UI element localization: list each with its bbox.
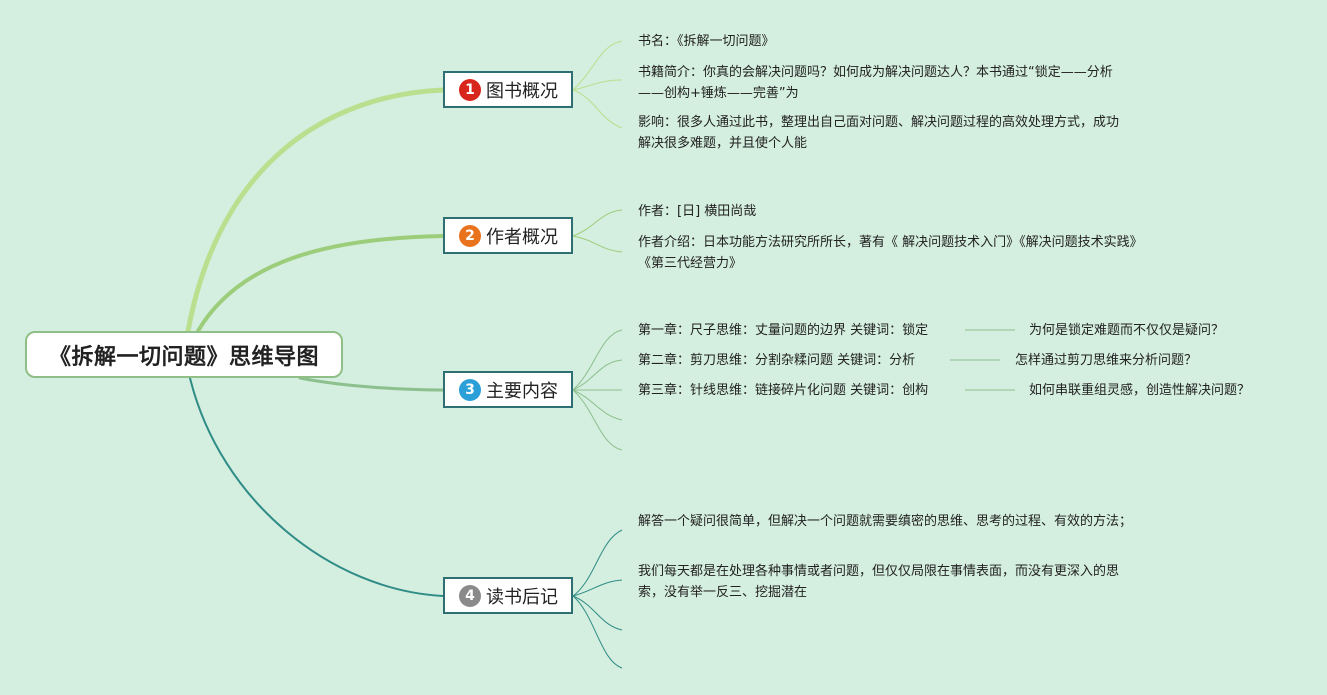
branch-label: 主要内容 — [486, 380, 558, 402]
connector-b4-leaf2 — [572, 579, 623, 597]
branch-book-overview[interactable]: 1 图书概况 — [443, 71, 573, 108]
leaf-book-title[interactable]: 书名：《拆解一切问题》 — [638, 34, 775, 49]
leaf-book-intro[interactable]: 书籍简介：你真的会解决问题吗？如何成为解决问题达人？本书通过“锁定——分析——创… — [638, 65, 1113, 101]
branch-main-content[interactable]: 3 主要内容 — [443, 371, 573, 408]
connector-b4-empty1 — [572, 595, 623, 631]
connector-root-branch4 — [189, 377, 444, 597]
connector-b4-empty2 — [572, 595, 623, 669]
connector-root-branch3 — [298, 376, 445, 392]
branch-label: 图书概况 — [486, 80, 558, 102]
root-topic[interactable]: 《拆解一切问题》思维导图 — [25, 331, 343, 378]
leaf-chapter-3-question[interactable]: 如何串联重组灵感，创造性解决问题？ — [1029, 383, 1251, 398]
leaf-note-1[interactable]: 解答一个疑问很简单，但解决一个问题就需要缜密的思维、思考的过程、有效的方法； — [638, 514, 1133, 529]
branch-label: 读书后记 — [486, 586, 558, 608]
leaf-chapter-1-question[interactable]: 为何是锁定难题而不仅仅是疑问？ — [1029, 323, 1225, 338]
number-2-icon: 2 — [459, 224, 481, 247]
branch-author-overview[interactable]: 2 作者概况 — [443, 217, 573, 254]
connector-b3-leaf2 — [572, 359, 623, 391]
connector-root-branch2 — [196, 234, 445, 333]
connector-b1-leaf3 — [572, 89, 623, 129]
connector-b2-leaf2 — [572, 235, 623, 253]
number-4-icon: 4 — [459, 584, 481, 607]
connector-b4-leaf1 — [572, 529, 623, 597]
connector-b3-leaf1 — [572, 329, 623, 391]
leaf-note-2[interactable]: 我们每天都是在处理各种事情或者问题，但仅仅局限在事情表面，而没有更深入的思索，没… — [638, 564, 1120, 600]
root-title: 《拆解一切问题》思维导图 — [48, 344, 319, 370]
connector-b1-leaf2 — [572, 79, 623, 91]
leaf-chapter-1[interactable]: 第一章：尺子思维：丈量问题的边界 关键词：锁定 — [638, 323, 929, 338]
number-3-icon: 3 — [459, 378, 481, 401]
leaf-chapter-3[interactable]: 第三章：针线思维：链接碎片化问题 关键词：创构 — [638, 383, 929, 398]
leaf-chapter-2-question[interactable]: 怎样通过剪刀思维来分析问题？ — [1015, 353, 1198, 368]
connector-b3-empty2 — [572, 389, 623, 451]
connector-b1-leaf1 — [572, 40, 623, 91]
connector-b3-empty1 — [572, 389, 623, 421]
connector-b2-leaf1 — [572, 209, 623, 237]
leaf-chapter-2[interactable]: 第二章：剪刀思维：分割杂糅问题 关键词：分析 — [638, 353, 916, 368]
connector-root-branch1 — [185, 87, 446, 334]
branch-reading-notes[interactable]: 4 读书后记 — [443, 577, 573, 614]
leaf-author-intro[interactable]: 作者介绍：日本功能方法研究所所长，著有《 解决问题技术入门》《解决问题技术实践》… — [638, 235, 1137, 271]
number-1-icon: 1 — [459, 78, 481, 101]
leaf-book-impact[interactable]: 影响：很多人通过此书，整理出自己面对问题、解决问题过程的高效处理方式，成功解决很… — [638, 115, 1120, 151]
leaf-author-name[interactable]: 作者：[日] 横田尚哉 — [638, 204, 757, 219]
branch-label: 作者概况 — [486, 226, 558, 248]
